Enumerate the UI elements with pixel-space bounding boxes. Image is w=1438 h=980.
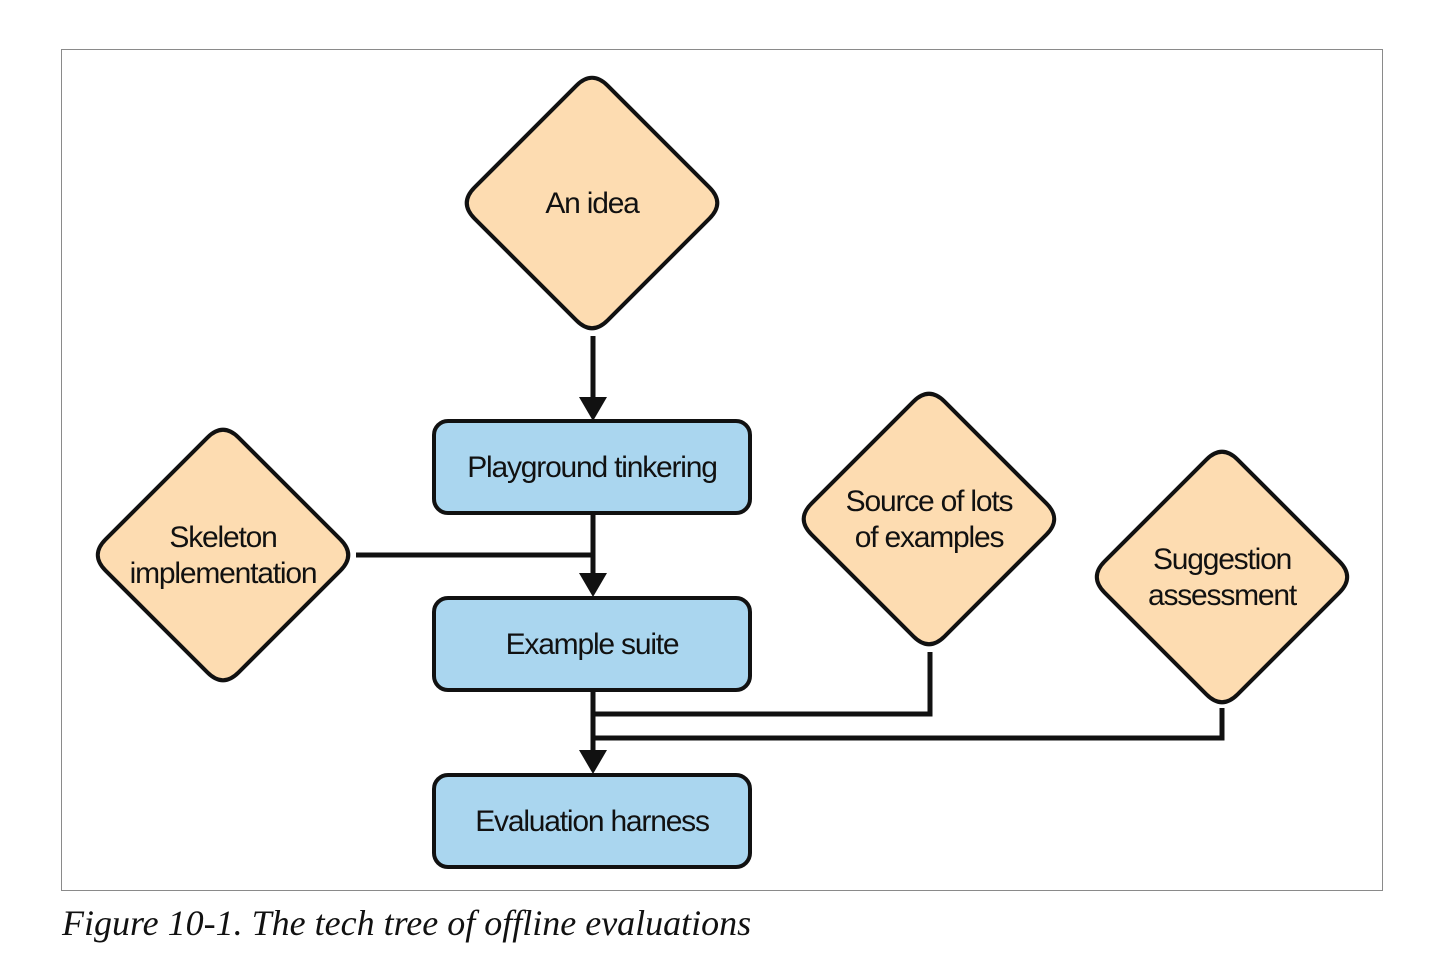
node-label: Source of lots: [846, 485, 1013, 518]
edge-source-to-harness: [593, 652, 933, 717]
box-shape: [432, 596, 752, 692]
box-shape: [432, 773, 752, 869]
connectors: [356, 336, 1225, 754]
arrowheads: [579, 397, 607, 774]
node-label: Example suite: [506, 628, 679, 661]
node-label: Playground tinkering: [467, 451, 717, 484]
node-example-suite: Example suite: [432, 596, 752, 692]
node-label: Evaluation harness: [475, 805, 709, 838]
node-evaluation-harness: Evaluation harness: [432, 773, 752, 869]
edge-suggestion-to-harness: [593, 708, 1225, 741]
arrowhead-icon: [579, 397, 607, 421]
diamond-shape: [1094, 449, 1350, 705]
node-label: of examples: [855, 521, 1004, 554]
arrowhead-icon: [579, 750, 607, 774]
node-label: Skeleton: [169, 521, 276, 554]
arrowhead-icon: [579, 573, 607, 597]
figure-caption: Figure 10-1. The tech tree of offline ev…: [62, 903, 752, 943]
node-playground-tinkering: Playground tinkering: [432, 419, 752, 515]
node-label: assessment: [1148, 579, 1298, 612]
node-an-idea: An idea: [464, 75, 720, 331]
node-label: implementation: [130, 557, 317, 590]
node-label: Suggestion: [1153, 543, 1291, 576]
diamond-shape: [801, 391, 1057, 647]
diamond-shape: [464, 75, 720, 331]
diamond-shape: [95, 427, 351, 683]
node-label: An idea: [545, 187, 640, 220]
box-shape: [432, 419, 752, 515]
